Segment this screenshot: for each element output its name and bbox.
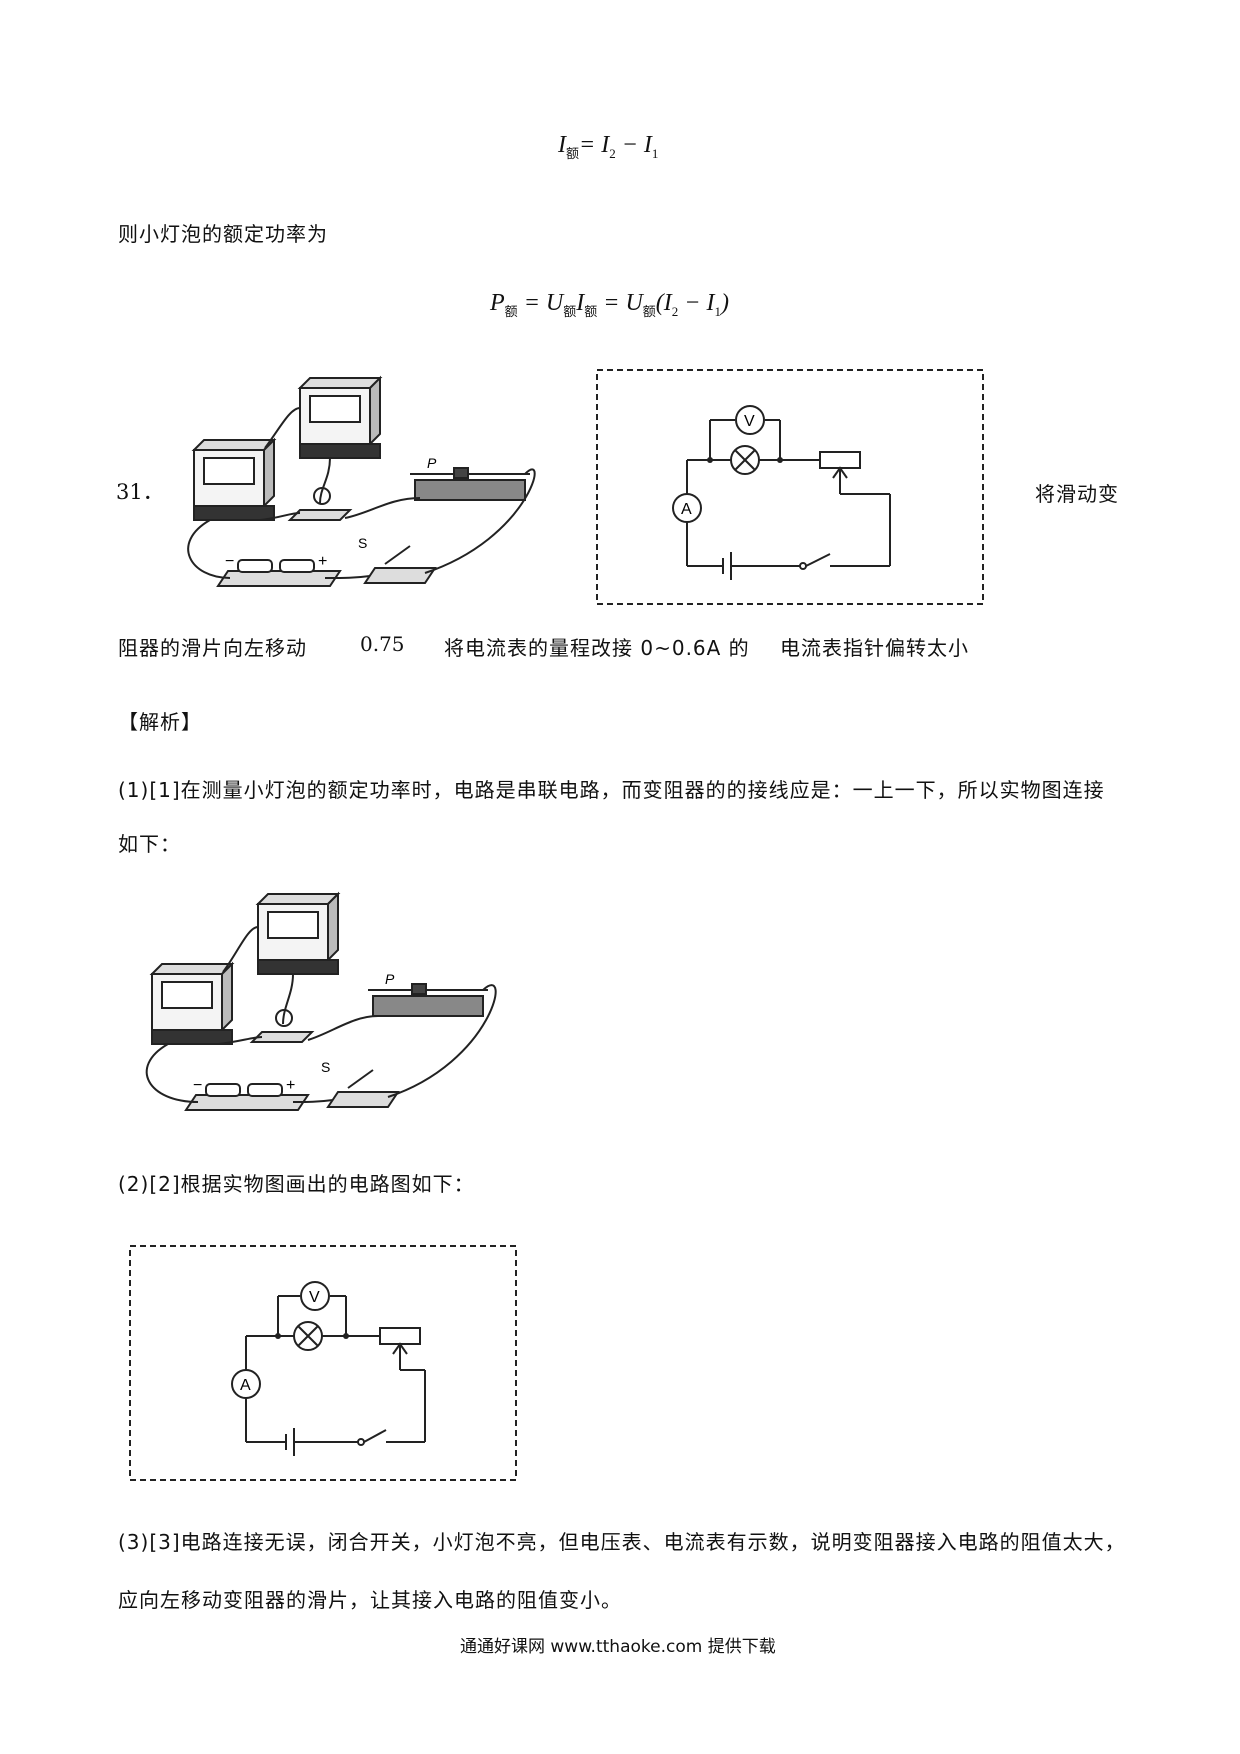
part1-line1: (1)[1]在测量小灯泡的额定功率时，电路是串联电路，而变阻器的的接线应是：一上… <box>118 778 1105 802</box>
answer-4: 电流表指针偏转太小 <box>780 636 969 660</box>
voltmeter-label: V <box>744 413 755 430</box>
question-number: 31． <box>116 480 164 504</box>
apparatus-diagram-1: P S − + <box>187 375 536 587</box>
equation-rated-power: P额 = U额I额 = U额(I2 − I1) <box>490 290 729 319</box>
plus-label-2: + <box>286 1077 295 1094</box>
page-footer: 通通好课网 www.tthaoke.com 提供下载 <box>460 1637 776 1657</box>
part2-text: (2)[2]根据实物图画出的电路图如下： <box>118 1172 475 1196</box>
ammeter-label-2: A <box>240 1377 251 1394</box>
question-tail-text: 将滑动变 <box>1035 482 1119 506</box>
part1-line2: 如下： <box>118 832 181 856</box>
part3-line1: (3)[3]电路连接无误，闭合开关，小灯泡不亮，但电压表、电流表有示数，说明变阻… <box>118 1530 1126 1554</box>
analysis-title: 【解析】 <box>118 710 202 734</box>
answer-3: 将电流表的量程改接 0~0.6A 的 <box>444 636 750 660</box>
part3-line2: 应向左移动变阻器的滑片，让其接入电路的阻值变小。 <box>118 1588 622 1612</box>
answer-2: 0.75 <box>360 632 405 656</box>
slider-label: P <box>427 455 437 471</box>
circuit-diagram-1: V A <box>596 369 984 605</box>
equation-rated-current: I额= I2 − I1 <box>558 132 659 161</box>
minus-label: − <box>225 553 234 570</box>
ammeter-label: A <box>681 501 692 518</box>
answer-1: 阻器的滑片向左移动 <box>118 636 307 660</box>
plus-label: + <box>318 553 327 570</box>
slider-label-2: P <box>385 971 395 987</box>
switch-label-2: S <box>321 1059 330 1075</box>
apparatus-diagram-2: P S − + <box>145 891 497 1111</box>
power-intro-text: 则小灯泡的额定功率为 <box>118 222 328 246</box>
minus-label-2: − <box>193 1077 202 1094</box>
switch-label: S <box>358 535 367 551</box>
voltmeter-label-2: V <box>309 1289 320 1306</box>
circuit-diagram-2: V A <box>129 1245 517 1481</box>
